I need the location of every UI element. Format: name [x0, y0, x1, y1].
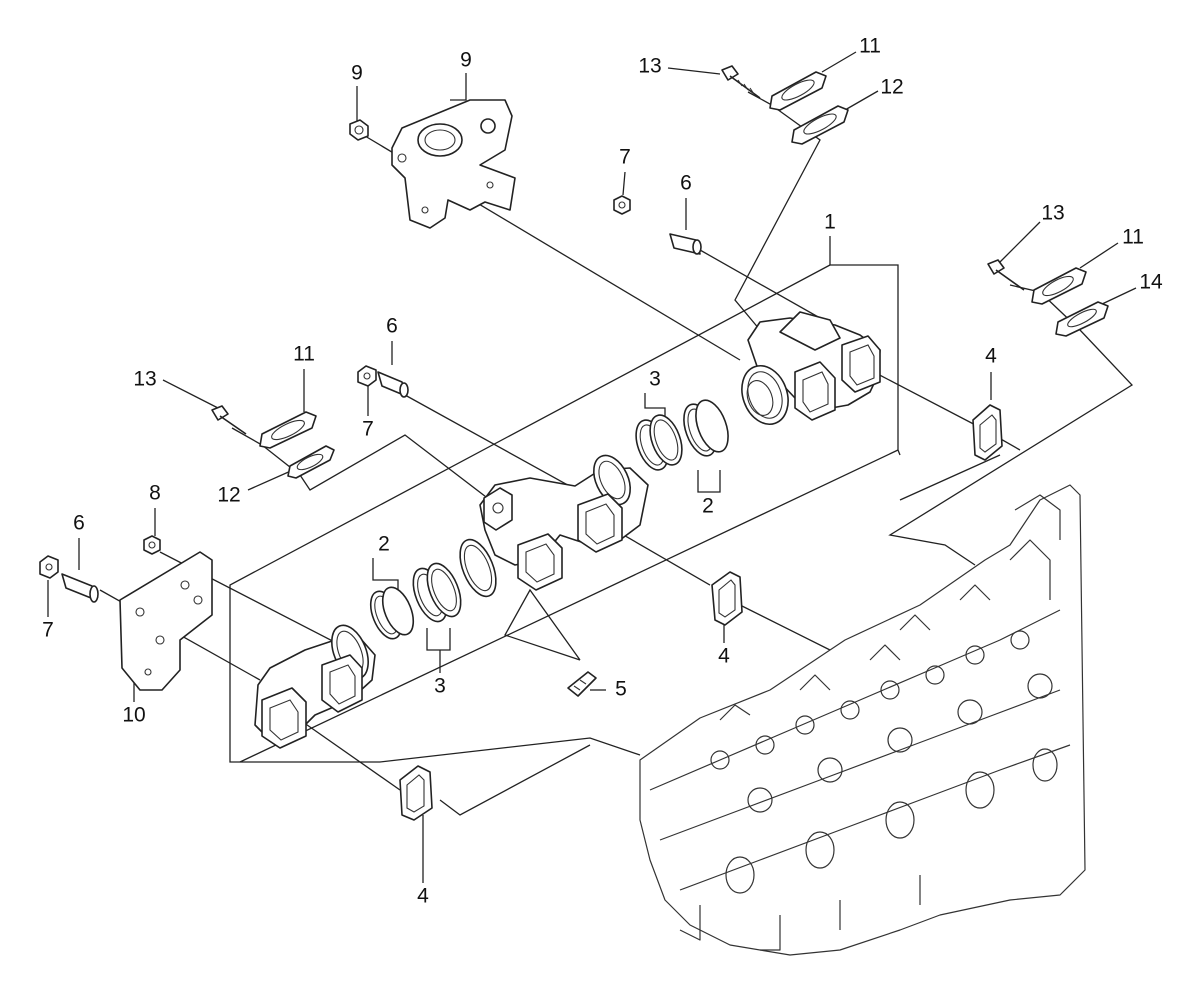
callout-9: 9	[351, 62, 363, 85]
gasket	[1055, 301, 1109, 337]
callout-labels: 9 9 13 11 12 7 6 1 13 11 14 6 7 11 13 12…	[42, 35, 1163, 908]
callout-8: 8	[149, 482, 161, 505]
callout-9: 9	[460, 49, 472, 72]
callout-2: 2	[702, 495, 714, 518]
leader-line	[229, 264, 831, 763]
exhaust-port-gasket	[972, 404, 1003, 461]
leader-line	[739, 604, 831, 651]
leader-line	[614, 529, 711, 586]
leader-line	[667, 67, 721, 75]
leader-line	[644, 393, 666, 418]
leader-line	[888, 284, 1134, 566]
callout-13: 13	[1041, 202, 1064, 225]
parts	[39, 65, 1109, 956]
leader-line	[899, 454, 1001, 501]
leader-line	[450, 73, 467, 101]
callout-7: 7	[42, 619, 54, 642]
exhaust-manifold-center-section	[479, 454, 649, 591]
callout-4: 4	[417, 885, 429, 908]
leader-line	[299, 719, 401, 791]
seal-ring-pair	[412, 562, 462, 623]
stud-bolt	[567, 671, 597, 697]
leader-line	[372, 558, 399, 595]
leader-line	[247, 469, 294, 491]
exhaust-port-gasket	[399, 765, 433, 821]
leader-line	[697, 470, 721, 493]
callout-1: 1	[824, 211, 836, 234]
leader-line	[426, 628, 451, 651]
callout-11: 11	[859, 35, 881, 58]
gasket	[1031, 267, 1087, 305]
bolt	[143, 535, 161, 555]
seal-ring	[459, 538, 497, 598]
leader-line	[734, 91, 821, 331]
gasket	[259, 411, 317, 449]
seal-ring-pair	[635, 414, 683, 471]
exhaust-manifold-front-section	[254, 624, 376, 749]
callout-6: 6	[386, 315, 398, 338]
leader-line	[439, 744, 591, 816]
exhaust-port-gasket	[711, 571, 743, 626]
callout-14: 14	[1139, 271, 1163, 294]
leader-line	[821, 51, 857, 73]
nut	[357, 365, 377, 387]
callout-12: 12	[880, 76, 903, 99]
bolt	[211, 405, 247, 435]
callout-6: 6	[680, 172, 692, 195]
leader-line	[622, 171, 626, 196]
gasket	[769, 71, 827, 111]
callout-10: 10	[122, 704, 145, 727]
callout-12: 12	[217, 484, 240, 507]
seal-ring-pair	[683, 399, 729, 457]
cylinder-head	[639, 484, 1086, 956]
callout-13: 13	[133, 368, 156, 391]
leader-line	[1099, 287, 1137, 306]
spacer-sleeve	[61, 573, 99, 603]
callout-11: 11	[293, 343, 315, 366]
callout-3: 3	[649, 368, 661, 391]
gasket	[791, 105, 849, 145]
callout-2: 2	[378, 533, 390, 556]
nut	[349, 119, 369, 141]
seal-ring-pair	[369, 586, 415, 640]
callout-6: 6	[73, 512, 85, 535]
spacer-sleeve	[669, 233, 702, 255]
leader-line	[999, 221, 1041, 263]
nut	[39, 555, 59, 579]
callout-5: 5	[615, 678, 627, 701]
leader-line	[844, 90, 879, 111]
bolt	[721, 65, 761, 99]
callout-11: 11	[1122, 226, 1144, 249]
gasket	[287, 445, 335, 479]
bolt	[987, 259, 1025, 291]
leader-line	[1079, 242, 1119, 269]
leader-line	[829, 236, 901, 456]
callout-4: 4	[985, 345, 997, 368]
mounting-bracket	[119, 551, 213, 691]
heat-shield-bracket	[391, 99, 516, 229]
exhaust-manifold-rear-section	[741, 311, 881, 425]
callout-3: 3	[434, 675, 446, 698]
callout-4: 4	[718, 645, 730, 668]
leader-line	[504, 588, 581, 661]
leader-lines	[47, 51, 1137, 883]
callout-7: 7	[362, 418, 374, 441]
nut	[613, 195, 631, 215]
callout-13: 13	[638, 55, 661, 78]
callout-7: 7	[619, 146, 631, 169]
leader-line	[239, 449, 899, 763]
leader-line	[162, 379, 219, 409]
spacer-sleeve	[377, 371, 409, 398]
